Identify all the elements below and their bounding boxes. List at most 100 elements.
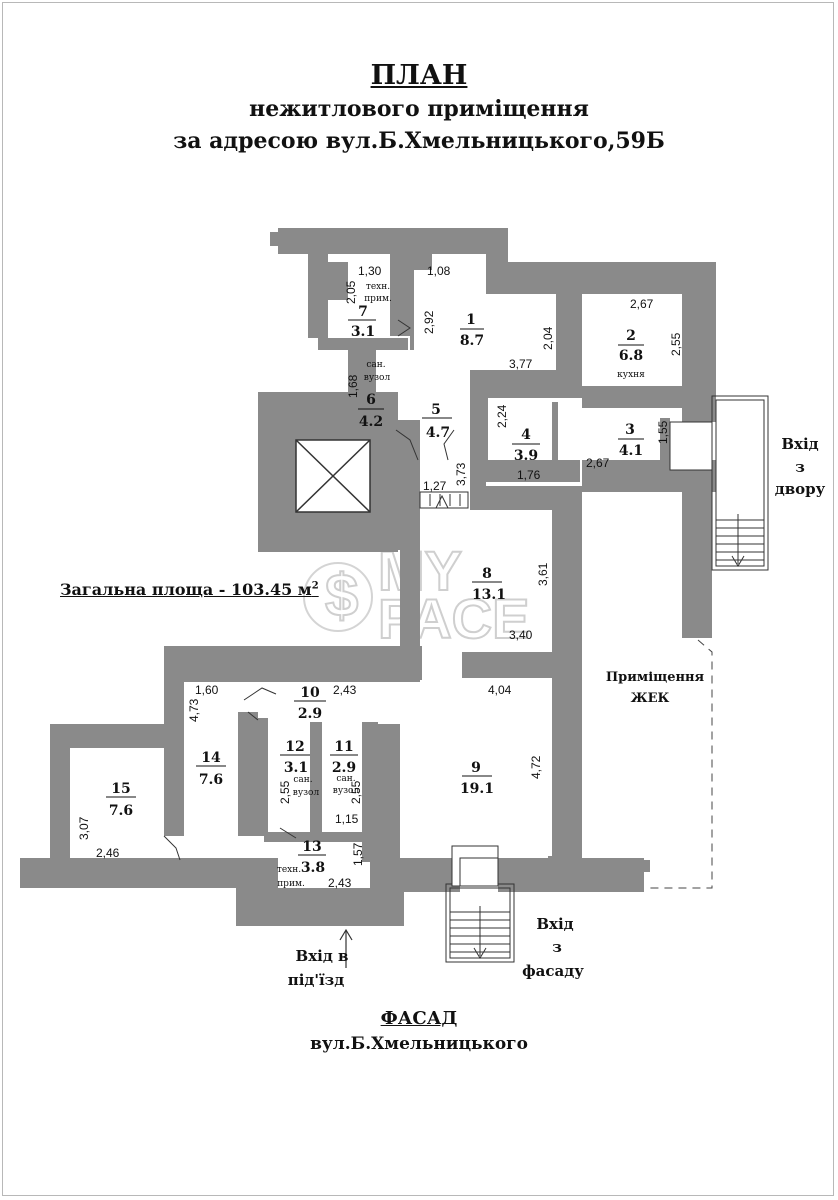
stairwell-entrance-label-1: Вхід в: [296, 947, 349, 965]
dim-label: 4,04: [488, 683, 512, 697]
room-5-number: 5: [431, 402, 441, 418]
room-14-area: 7.6: [199, 772, 223, 788]
dim-label: 2,92: [422, 310, 436, 334]
room-2-number: 2: [626, 328, 636, 344]
facade-entrance-label-3: фасаду: [522, 962, 584, 980]
dim-label: 4,72: [529, 755, 543, 779]
dim-label: 1,08: [427, 264, 451, 278]
facade-stairs-icon: [445, 845, 515, 963]
dim-label: 1,30: [358, 264, 382, 278]
room-1-number: 1: [466, 312, 476, 328]
dim-label: 3,61: [536, 562, 550, 586]
room-3-number: 3: [625, 422, 635, 438]
room-10-area: 2.9: [298, 706, 322, 722]
room-14-number: 14: [201, 750, 221, 766]
room-12-number: 12: [285, 739, 304, 755]
room-2-note: кухня: [617, 370, 645, 380]
room-7-number: 7: [358, 304, 368, 320]
dim-label: 3,07: [77, 816, 91, 840]
room-7-note-2: прим.: [364, 294, 392, 304]
room-11-area: 2.9: [332, 760, 356, 776]
room-13-note-1: техн.: [277, 865, 301, 875]
plan-title: ПЛАН: [370, 60, 468, 91]
room-12-note-1: сан.: [293, 775, 312, 785]
dim-label: 2,67: [586, 456, 610, 470]
dim-label: 2,46: [96, 846, 120, 860]
room-13-note-2: прим.: [277, 879, 305, 889]
room-12-area: 3.1: [284, 760, 308, 776]
facade-entrance-label-1: Вхід: [536, 915, 573, 933]
room-15-number: 15: [111, 781, 130, 797]
step-arrow-icon: [419, 491, 469, 509]
facade-label: ФАСАД: [380, 1008, 458, 1029]
stairwell-arrow-icon: [339, 928, 353, 968]
zhek-label-1: Приміщення: [606, 670, 705, 685]
room-10-number: 10: [300, 685, 320, 701]
entrance-labels: Вхід з двору Вхід з фасаду Вхід в під'їз…: [288, 435, 826, 989]
dim-label: 3,40: [509, 628, 533, 642]
dim-label: 1,76: [517, 468, 541, 482]
zhek-label-2: ЖЕК: [631, 691, 670, 706]
dim-label: 3,77: [509, 357, 533, 371]
room-11-note-1: сан.: [336, 774, 355, 784]
dim-label: 1,57: [351, 842, 365, 866]
dim-label: 1,68: [346, 374, 360, 398]
dim-label: 1,15: [335, 812, 359, 826]
room-13-number: 13: [302, 839, 321, 855]
dim-label: 2,04: [541, 326, 555, 350]
dim-label: 4,73: [187, 698, 201, 722]
dim-label: 2,24: [495, 404, 509, 428]
room-7-area: 3.1: [351, 324, 375, 340]
dim-label: 1,27: [423, 479, 447, 493]
room-12-note-2: вузол: [293, 788, 320, 798]
room-6-area: 4.2: [359, 414, 383, 430]
stairwell-entrance-label-2: під'їзд: [288, 971, 345, 989]
room-3-area: 4.1: [619, 443, 643, 459]
room-11-note-2: вузол: [333, 786, 360, 796]
yard-stairs-icon: [669, 395, 769, 571]
dim-label: 1,55: [656, 420, 670, 444]
room-8-number: 8: [482, 566, 492, 582]
dim-label: 2,43: [328, 876, 352, 890]
elevator-shaft-icon: [295, 439, 371, 513]
room-7-note-1: техн.: [366, 282, 390, 292]
total-area-text: Загальна площа - 103.45 м: [60, 580, 312, 599]
room-labels: 1 8.7 2 6.8 кухня 3 4.1 4 3.9 5 4.7 6 4.…: [106, 282, 645, 889]
street-label: вул.Б.Хмельницького: [310, 1034, 528, 1054]
total-area-label: Загальна площа - 103.45 м2: [60, 580, 319, 599]
dim-label: 2,55: [278, 780, 292, 804]
room-4-number: 4: [521, 427, 531, 443]
dim-label: 2,43: [333, 683, 357, 697]
total-area-unit: 2: [311, 580, 319, 592]
dim-label: 1,60: [195, 683, 219, 697]
room-13-area: 3.8: [301, 860, 325, 876]
room-5-area: 4.7: [426, 425, 450, 441]
dim-label: 2,55: [669, 332, 683, 356]
yard-entrance-label-2: з: [795, 458, 805, 476]
room-4-area: 3.9: [514, 448, 538, 464]
zhek-outline: [650, 639, 713, 889]
dim-label: 2,67: [630, 297, 654, 311]
dimension-labels: 1,30 2,05 1,08 2,92 2,04 3,77 2,67 2,55 …: [77, 264, 683, 890]
yard-entrance-label-3: двору: [775, 480, 826, 498]
room-6-number: 6: [366, 392, 376, 408]
svg-text:$: $: [325, 562, 358, 629]
plan-subtitle: нежитлового приміщення: [249, 96, 589, 122]
room-9-number: 9: [471, 760, 481, 776]
room-9-area: 19.1: [460, 781, 494, 797]
room-15-area: 7.6: [109, 803, 133, 819]
room-1-area: 8.7: [460, 333, 484, 349]
facade-entrance-label-2: з: [552, 938, 562, 956]
plan-address: за адресою вул.Б.Хмельницького,59Б: [173, 128, 665, 154]
dim-label: 2,55: [349, 780, 363, 804]
dim-label: 2,05: [344, 280, 358, 304]
yard-entrance-label-1: Вхід: [781, 435, 818, 453]
dim-label: 3,73: [454, 462, 468, 486]
room-2-area: 6.8: [619, 348, 643, 364]
room-8-area: 13.1: [472, 587, 506, 603]
room-11-number: 11: [334, 739, 353, 755]
room-6-note-1: сан.: [366, 360, 385, 370]
room-6-note-2: вузол: [364, 373, 391, 383]
